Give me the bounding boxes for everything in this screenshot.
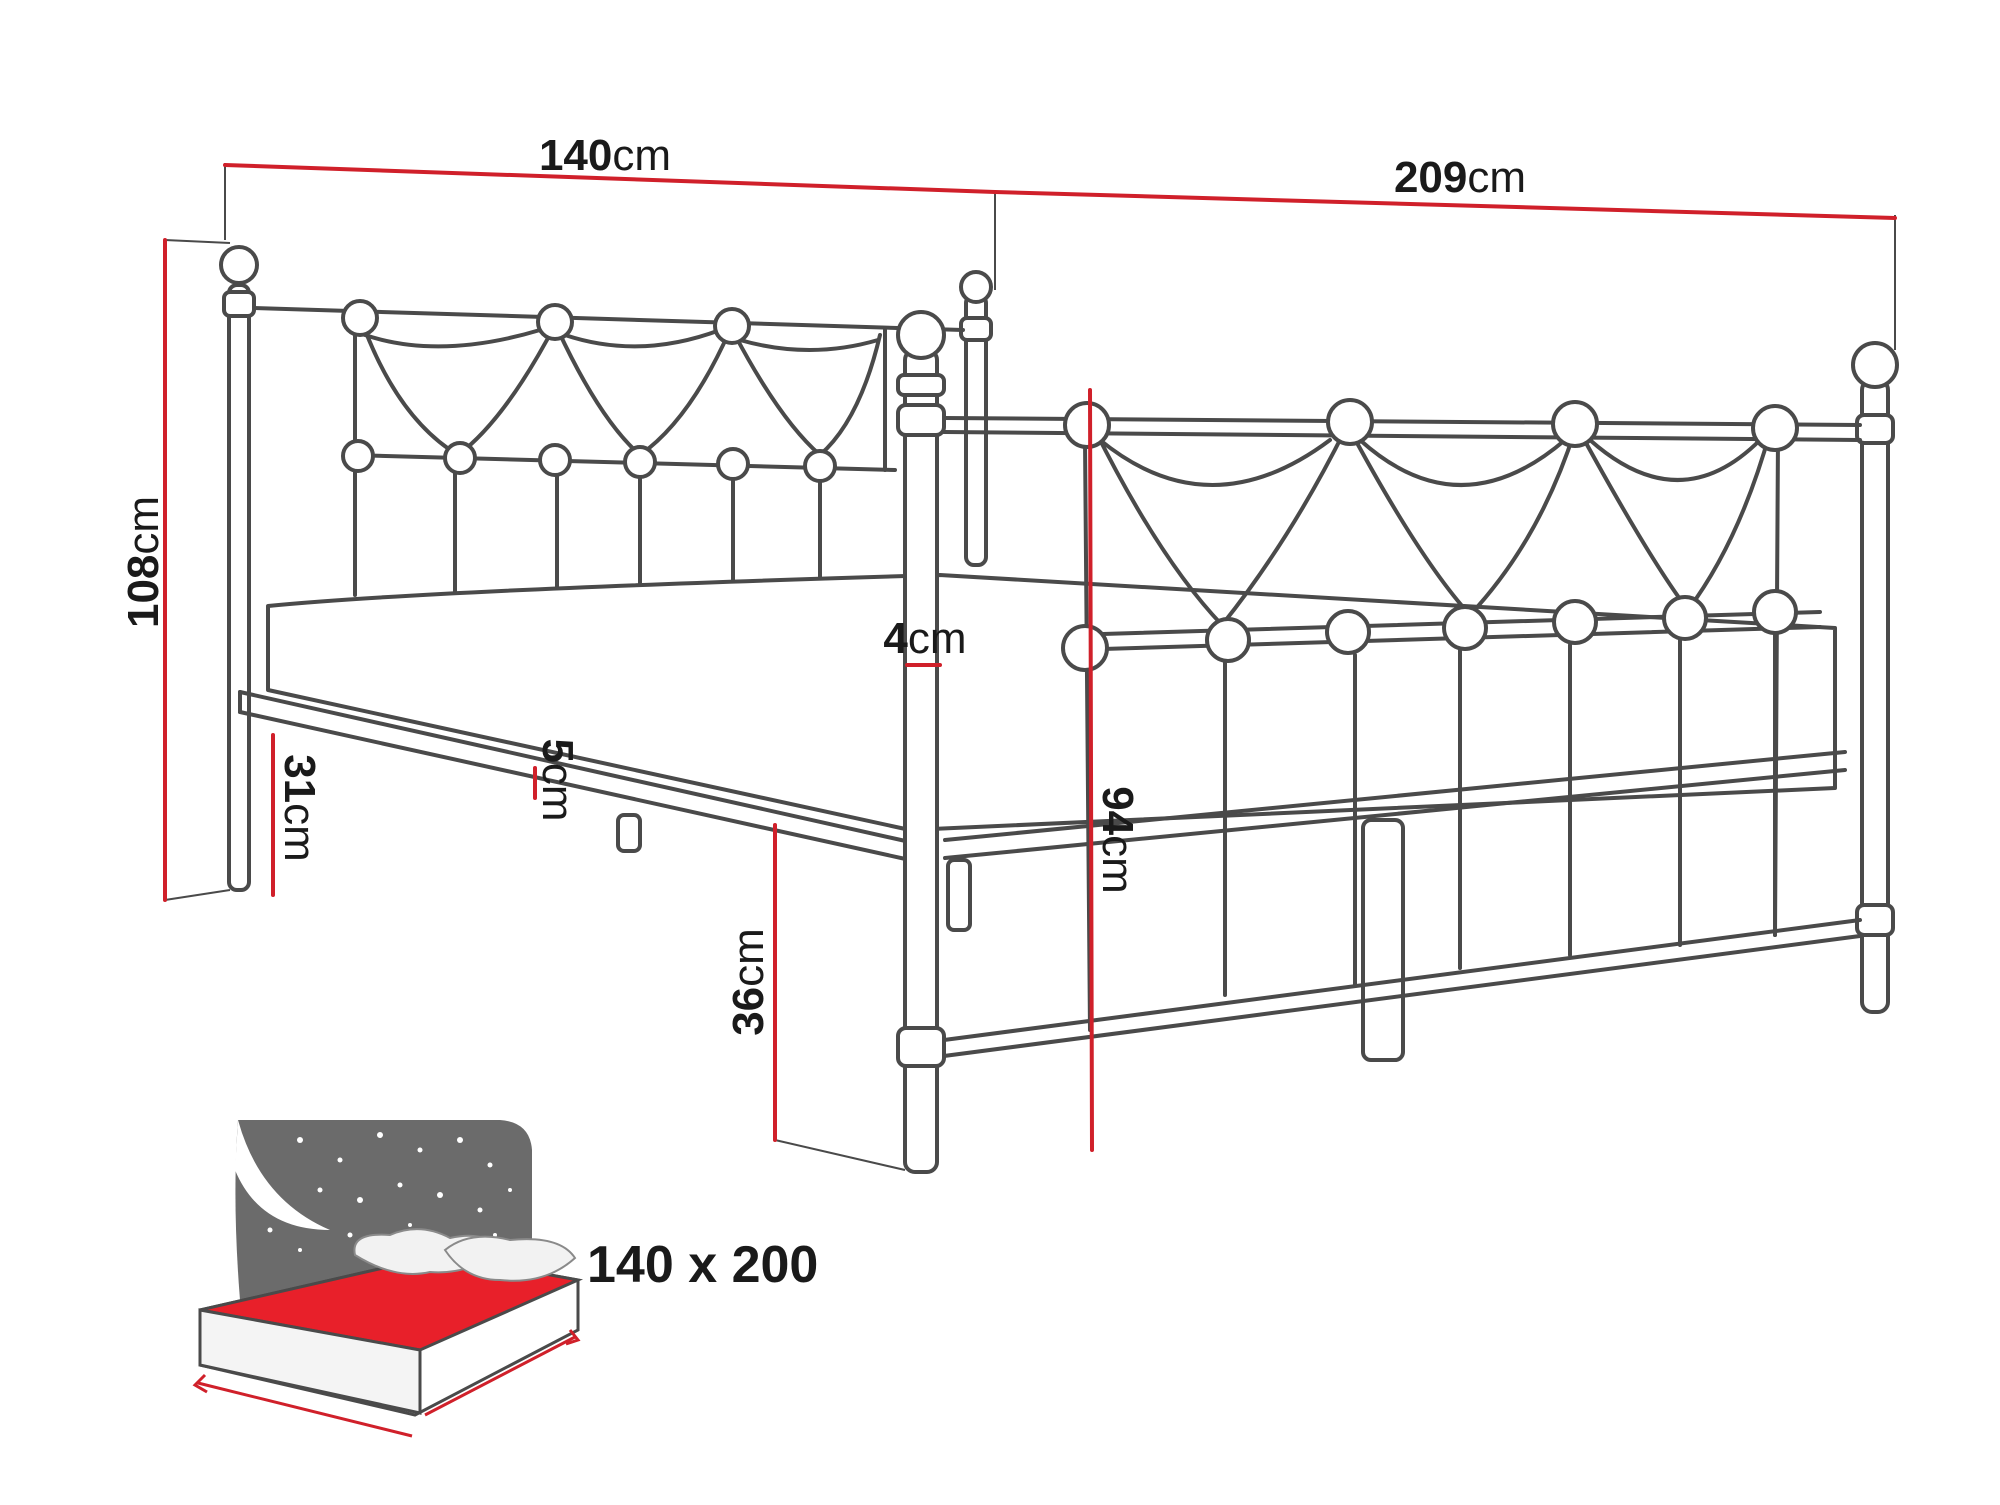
dimension-lines <box>163 163 1897 1171</box>
mattress <box>266 573 1837 832</box>
width-label: 140cm <box>539 131 671 180</box>
leg-clearance-label: 31cm <box>275 754 324 862</box>
frame-thickness-label: 5cm <box>533 738 582 821</box>
front-left-finial <box>896 310 946 360</box>
headboard <box>219 245 993 892</box>
dimension-labels: 140cm 209cm 108cm 94cm 4cm 5cm 31cm 36cm <box>119 131 1526 1036</box>
mattress-size-icon: 140 x 200 <box>192 1120 818 1438</box>
height-footboard-dimension-line <box>1088 388 1094 1152</box>
frame-height-label: 36cm <box>724 928 773 1036</box>
pillow-icon <box>443 1235 577 1282</box>
height-footboard-label: 94cm <box>1093 786 1142 894</box>
mattress-thickness-label: 4cm <box>883 614 966 663</box>
footboard <box>942 341 1899 1058</box>
width-dimension-line <box>223 163 997 194</box>
height-total-label: 108cm <box>119 496 168 628</box>
headboard-left-finial <box>219 245 259 285</box>
center-leg <box>1361 818 1405 1062</box>
headboard-right-finial <box>959 270 993 304</box>
length-label: 209cm <box>1394 153 1526 202</box>
headboard-left-post <box>227 283 251 892</box>
footboard-right-finial <box>1851 341 1899 389</box>
mattress-size-label: 140 x 200 <box>587 1236 818 1294</box>
length-dimension-line <box>993 190 1897 220</box>
front-post <box>896 310 946 1174</box>
